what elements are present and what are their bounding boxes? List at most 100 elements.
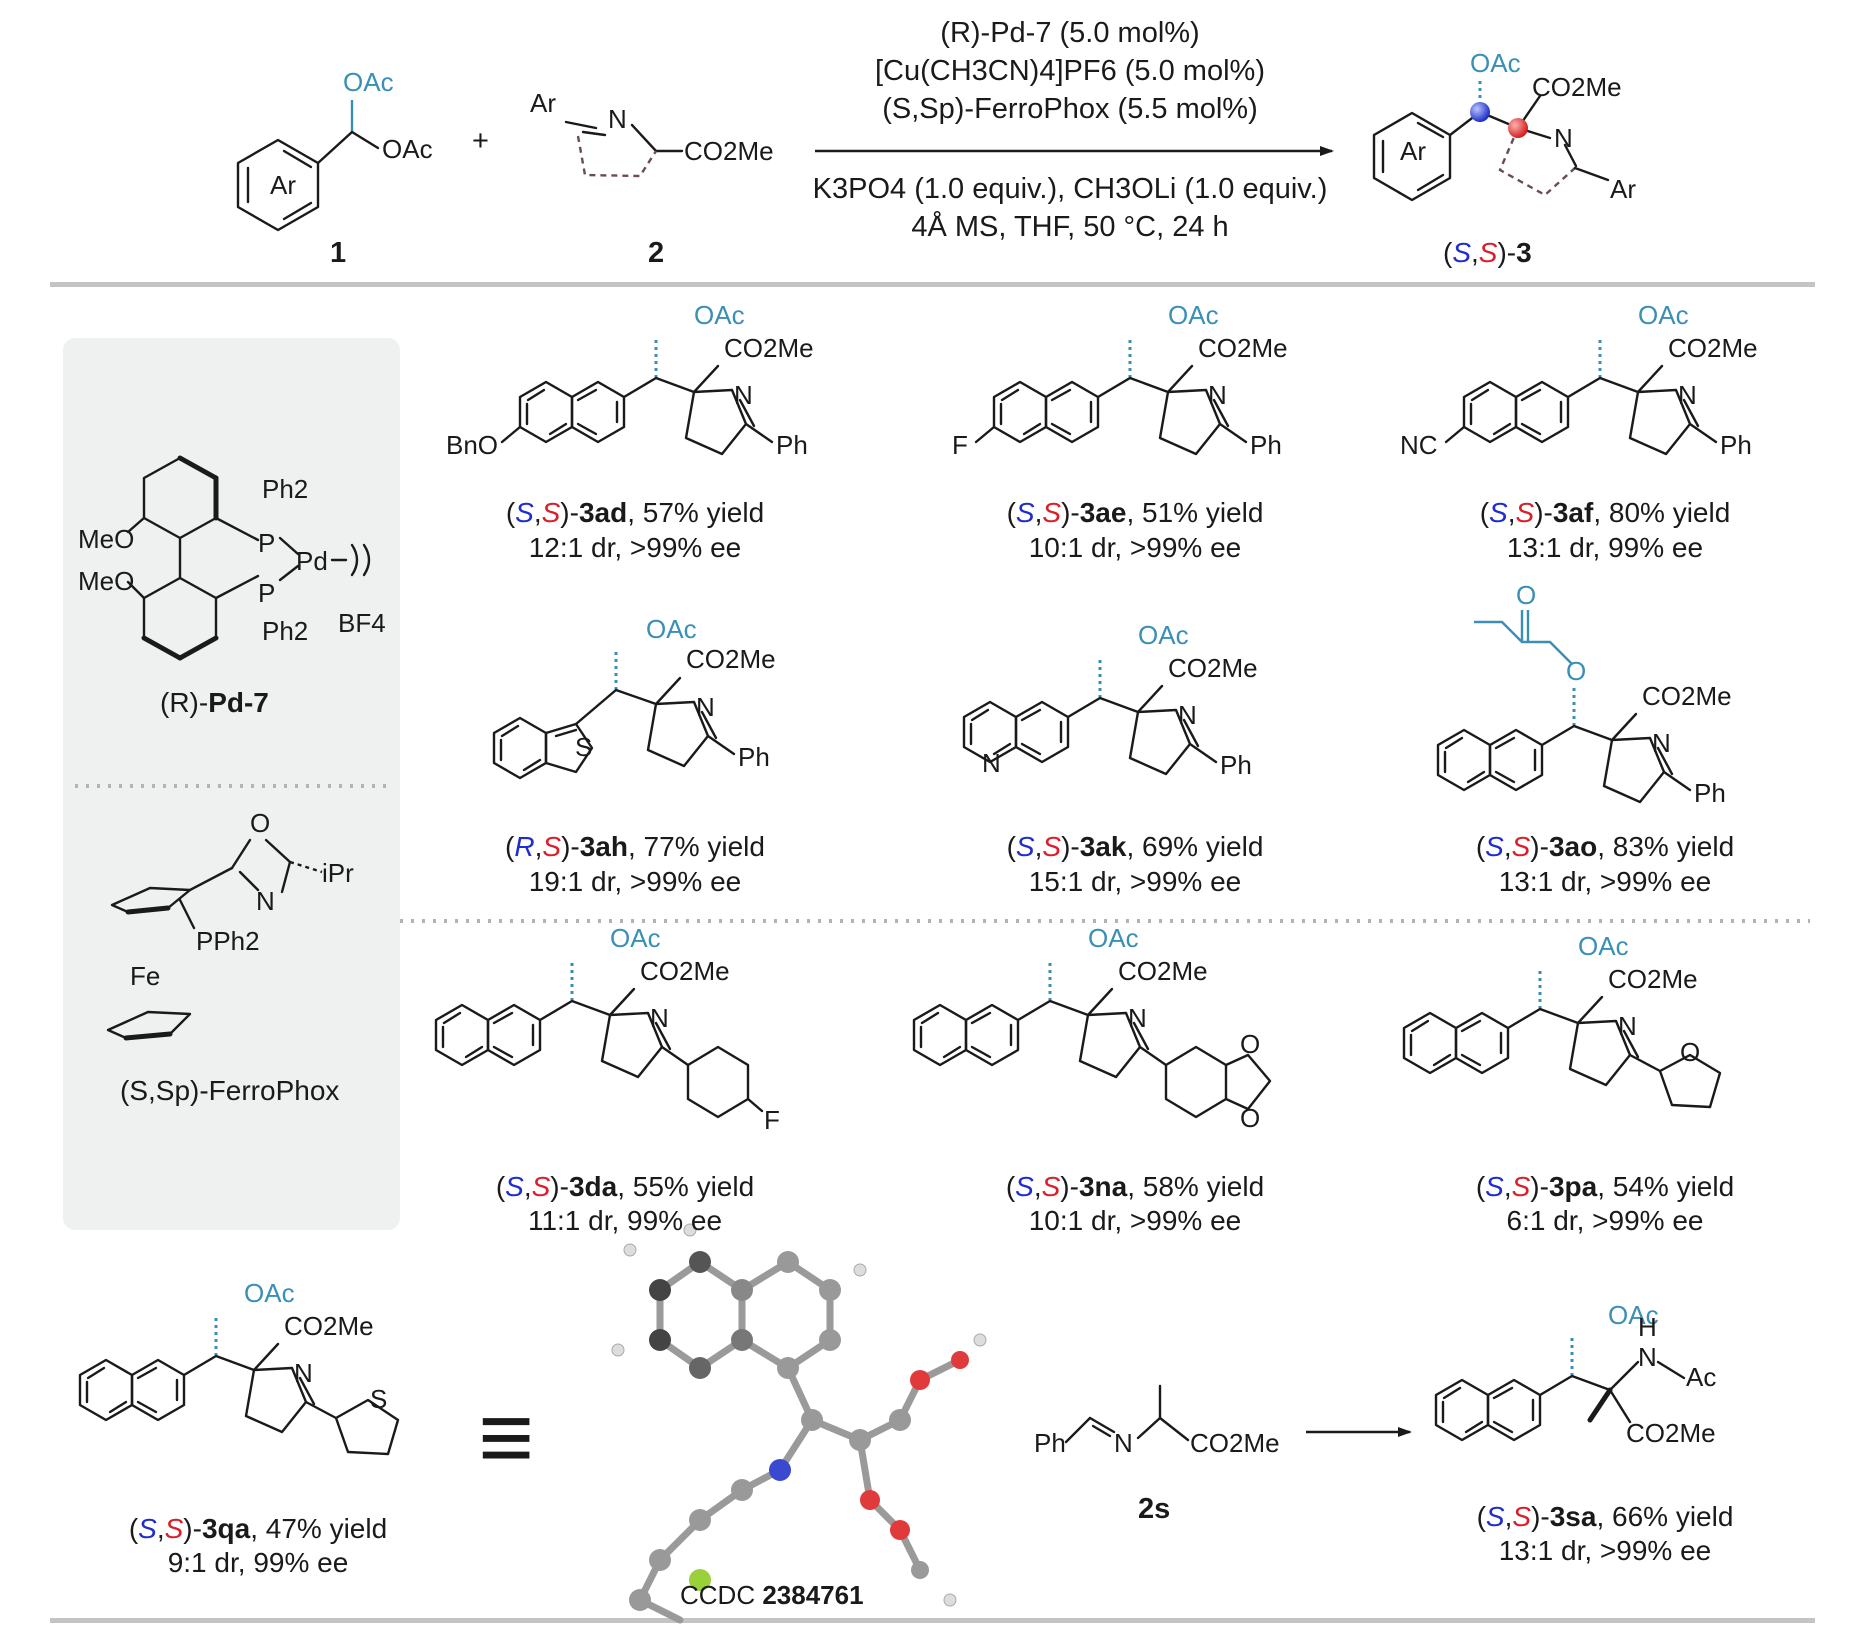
svg-text:12:1 dr, >99% ee: 12:1 dr, >99% ee: [529, 532, 742, 563]
svg-text:CO2Me: CO2Me: [1626, 1418, 1716, 1448]
structure-3pa: O OAc CO2Me N: [1402, 931, 1722, 1109]
reactant-1: Ar OAc OAc 1: [236, 67, 433, 269]
svg-text:O: O: [1516, 580, 1536, 610]
svg-text:13:1 dr, 99% ee: 13:1 dr, 99% ee: [1507, 532, 1703, 563]
svg-text:OAc: OAc: [646, 614, 697, 644]
svg-text:O: O: [1680, 1037, 1700, 1067]
svg-text:S: S: [575, 732, 592, 762]
svg-text:OAc: OAc: [1168, 300, 1219, 330]
svg-text:OAc: OAc: [244, 1278, 295, 1308]
top-rule: [50, 282, 1815, 287]
reactant-2: Ar N CO2Me 2: [530, 88, 774, 269]
pd7-p-top: P: [258, 528, 275, 558]
svg-text:(S,S)-3sa, 66% yield: (S,S)-3sa, 66% yield: [1477, 1501, 1734, 1532]
svg-text:(S,S)-3qa, 47% yield: (S,S)-3qa, 47% yield: [129, 1513, 387, 1544]
condition-solvent: 4Å MS, THF, 50 °C, 24 h: [911, 210, 1228, 243]
pd7-ph2-bottom: Ph2: [262, 616, 308, 646]
pd7-structure: Ph2 P Pd P Ph2 MeO MeO BF4 (R)-Pd-7: [78, 455, 386, 718]
svg-text:CO2Me: CO2Me: [1198, 333, 1288, 363]
svg-text:CO2Me: CO2Me: [1190, 1428, 1280, 1458]
svg-text:(S,S)-3da, 55% yield: (S,S)-3da, 55% yield: [496, 1171, 754, 1202]
svg-text:6:1 dr, >99% ee: 6:1 dr, >99% ee: [1507, 1205, 1704, 1236]
svg-text:CO2Me: CO2Me: [724, 333, 814, 363]
structure-3ak: N OAc CO2Me N Ph: [962, 620, 1258, 780]
svg-text:OAc: OAc: [1638, 300, 1689, 330]
structure-3sa: OAc H N Ac CO2Me: [1434, 1300, 1716, 1448]
caption-3sa: (S,S)-3sa, 66% yield 13:1 dr, >99% ee: [1477, 1501, 1734, 1566]
svg-text:(S,S)-3ae, 51% yield: (S,S)-3ae, 51% yield: [1007, 497, 1264, 528]
svg-text:13:1 dr, >99% ee: 13:1 dr, >99% ee: [1499, 866, 1712, 897]
svg-text:N: N: [1114, 1428, 1133, 1458]
svg-text:CO2Me: CO2Me: [1668, 333, 1758, 363]
svg-text:(S,S)-3ad, 57% yield: (S,S)-3ad, 57% yield: [506, 497, 764, 528]
caption-3ad: (S,S)-3ad, 57% yield 12:1 dr, >99% ee: [506, 497, 764, 563]
structure-3ae: F OAc CO2Me N Ph: [952, 300, 1288, 460]
svg-text:NC: NC: [1400, 430, 1438, 460]
structure-3qa: S OAc CO2Me N: [78, 1278, 400, 1456]
svg-text:(S,S)-3af, 80% yield: (S,S)-3af, 80% yield: [1480, 497, 1731, 528]
structure-3af: NC OAc CO2Me N Ph: [1400, 300, 1758, 460]
reactant2-ar: Ar: [530, 88, 556, 118]
reagent-2s: Ph N CO2Me 2s: [1034, 1384, 1280, 1525]
condition-catalyst: (R)-Pd-7 (5.0 mol%): [940, 17, 1199, 49]
svg-text:2s: 2s: [1138, 1493, 1170, 1525]
svg-text:BnO: BnO: [446, 430, 498, 460]
svg-text:N: N: [1128, 1003, 1147, 1033]
svg-text:11:1 dr, 99% ee: 11:1 dr, 99% ee: [528, 1205, 722, 1236]
svg-text:Ph: Ph: [1034, 1428, 1066, 1458]
condition-cu: [Cu(CH3CN)4]PF6 (5.0 mol%): [875, 55, 1265, 87]
pd7-ph2-top: Ph2: [262, 474, 308, 504]
product-ring-label: Ar: [1400, 136, 1426, 166]
svg-text:CO2Me: CO2Me: [1168, 653, 1258, 683]
ferrophox-n: N: [256, 886, 275, 916]
svg-text:N: N: [734, 380, 753, 410]
svg-text:CO2Me: CO2Me: [284, 1311, 374, 1341]
svg-text:F: F: [952, 430, 968, 460]
caption-3pa: (S,S)-3pa, 54% yield 6:1 dr, >99% ee: [1476, 1171, 1734, 1236]
svg-text:N: N: [1178, 700, 1197, 730]
reactant2-n: N: [608, 104, 627, 134]
svg-text:19:1 dr, >99% ee: 19:1 dr, >99% ee: [529, 866, 742, 897]
svg-text:CO2Me: CO2Me: [1608, 964, 1698, 994]
svg-text:10:1 dr, >99% ee: 10:1 dr, >99% ee: [1029, 532, 1242, 563]
structure-3ah: S OAc CO2Me N Ph: [492, 614, 776, 780]
ferrophox-ipr: iPr: [322, 858, 354, 888]
bottom-rule: [50, 1618, 1815, 1623]
reactant1-number: 1: [330, 237, 346, 269]
svg-text:S: S: [370, 1384, 387, 1414]
svg-text:O: O: [1240, 1029, 1260, 1059]
svg-text:O: O: [1566, 656, 1586, 686]
reactant2-co2me: CO2Me: [684, 136, 774, 166]
caption-3af: (S,S)-3af, 80% yield 13:1 dr, 99% ee: [1480, 497, 1731, 563]
svg-text:(S,S)-3pa, 54% yield: (S,S)-3pa, 54% yield: [1476, 1171, 1734, 1202]
svg-text:(R,S)-3ah, 77% yield: (R,S)-3ah, 77% yield: [505, 831, 765, 862]
svg-text:(S,S)-3na, 58% yield: (S,S)-3na, 58% yield: [1006, 1171, 1264, 1202]
product-ar: Ar: [1610, 174, 1636, 204]
svg-text:OAc: OAc: [1578, 931, 1629, 961]
svg-text:OAc: OAc: [1088, 923, 1139, 953]
svg-text:OAc: OAc: [694, 300, 745, 330]
ferrophox-o: O: [250, 808, 270, 838]
product-oac: OAc: [1470, 48, 1521, 78]
ferrophox-fe: Fe: [130, 961, 160, 991]
pd7-bf4: BF4: [338, 608, 386, 638]
svg-text:Ph: Ph: [1694, 778, 1726, 808]
product-label: (S,S)-3: [1443, 237, 1532, 268]
caption-3ae: (S,S)-3ae, 51% yield 10:1 dr, >99% ee: [1007, 497, 1264, 563]
svg-text:9:1 dr, 99% ee: 9:1 dr, 99% ee: [168, 1547, 349, 1578]
svg-text:CO2Me: CO2Me: [686, 644, 776, 674]
svg-text:Ph: Ph: [1250, 430, 1282, 460]
svg-text:Ph: Ph: [776, 430, 808, 460]
svg-text:(S,S)-3ao, 83% yield: (S,S)-3ao, 83% yield: [1476, 831, 1734, 862]
svg-text:N: N: [294, 1358, 313, 1388]
svg-text:N: N: [1678, 380, 1697, 410]
svg-text:CO2Me: CO2Me: [640, 956, 730, 986]
caption-3na: (S,S)-3na, 58% yield 10:1 dr, >99% ee: [1006, 1171, 1264, 1236]
reactant1-oac-side: OAc: [382, 134, 433, 164]
svg-text:N: N: [1638, 1342, 1657, 1372]
plus-sign: +: [472, 125, 489, 157]
structure-3da: F OAc CO2Me N: [434, 923, 780, 1135]
structure-3ad: BnO OAc CO2Me N Ph: [446, 300, 814, 460]
svg-text:CO2Me: CO2Me: [1642, 681, 1732, 711]
svg-text:(S,S)-3ak, 69% yield: (S,S)-3ak, 69% yield: [1007, 831, 1264, 862]
